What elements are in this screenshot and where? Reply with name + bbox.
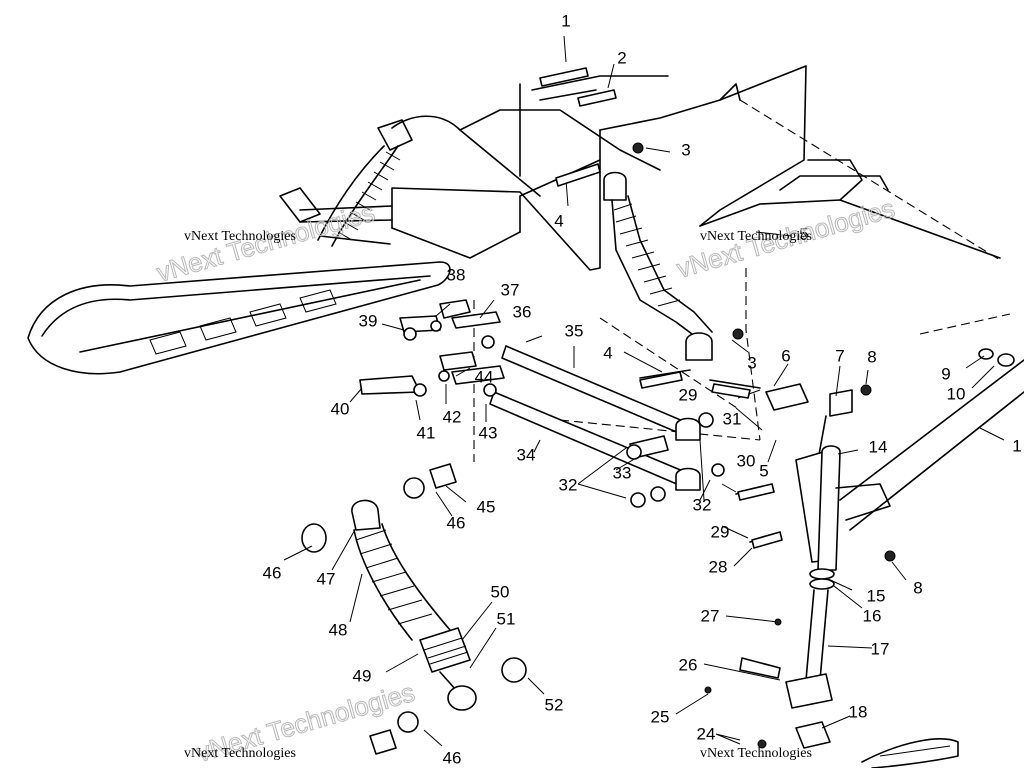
callout-8-bottom: 8	[913, 578, 922, 597]
ski-right	[795, 721, 959, 768]
callout-40: 40	[331, 399, 350, 418]
ski-left	[27, 187, 451, 375]
callout-17: 17	[871, 639, 890, 658]
callout-6: 6	[781, 346, 790, 365]
callout-49: 49	[353, 666, 372, 685]
callout-52: 52	[545, 695, 564, 714]
callout-38: 38	[447, 265, 466, 284]
callout-47: 47	[317, 569, 336, 588]
torque-arms	[489, 345, 701, 491]
callout-45: 45	[477, 497, 496, 516]
callout-4-top: 4	[554, 211, 563, 230]
callout-16: 16	[863, 606, 882, 625]
callout-8-top: 8	[867, 347, 876, 366]
mounting-lines	[473, 268, 761, 462]
watermark-brand-bottom-left: vNext Technologies	[184, 746, 296, 761]
leader-lines	[283, 35, 1005, 747]
callout-29-upper: 29	[679, 385, 698, 404]
callout-32-left: 32	[559, 475, 578, 494]
watermark-brand-top-right: vNext Technologies	[700, 229, 812, 244]
callout-35: 35	[565, 321, 584, 340]
chassis-tunnel	[391, 65, 1011, 335]
callout-48: 48	[329, 620, 348, 639]
callout-5-mid: 5	[759, 461, 768, 480]
spindle-assembly	[785, 445, 841, 709]
callout-36: 36	[513, 302, 532, 321]
radius-rod	[835, 348, 1024, 531]
callout-14: 14	[869, 437, 888, 456]
callout-labels: 1 2 3 3 4 4 5 5 6 7 8 8 9 10 1 14 15 16 …	[263, 11, 1022, 767]
callout-46-top: 46	[447, 513, 466, 532]
callout-10: 10	[947, 384, 966, 403]
callout-30: 30	[737, 451, 756, 470]
spindle-bracket	[765, 383, 853, 461]
watermark-brand-bottom-right: vNext Technologies	[700, 746, 812, 761]
watermark-brand-top-left: vNext Technologies	[184, 229, 296, 244]
rear-shock-upper-left	[317, 119, 413, 247]
callout-41: 41	[417, 423, 436, 442]
callout-26: 26	[679, 655, 698, 674]
callout-18: 18	[849, 702, 868, 721]
callout-2: 2	[617, 48, 626, 67]
callout-44: 44	[475, 367, 494, 386]
callout-3-top: 3	[681, 140, 690, 159]
front-shock-center	[603, 171, 713, 361]
callout-29-lower: 29	[711, 522, 730, 541]
callout-1-right: 1	[1012, 436, 1021, 455]
callout-7: 7	[835, 346, 844, 365]
callout-9: 9	[941, 364, 950, 383]
callout-25: 25	[651, 707, 670, 726]
callout-51: 51	[497, 609, 516, 628]
callout-28: 28	[709, 557, 728, 576]
callout-46-left: 46	[263, 563, 282, 582]
callout-33: 33	[613, 463, 632, 482]
callout-39: 39	[359, 311, 378, 330]
left-bracket-parts	[359, 299, 505, 397]
callout-24: 24	[697, 724, 716, 743]
callout-3-mid: 3	[747, 353, 756, 372]
callout-37: 37	[501, 280, 520, 299]
shock-lower	[301, 463, 527, 755]
small-hardware	[539, 67, 783, 749]
callout-15: 15	[867, 586, 886, 605]
callout-32-right: 32	[693, 495, 712, 514]
callout-42: 42	[443, 407, 462, 426]
callout-27: 27	[701, 606, 720, 625]
callout-43: 43	[479, 423, 498, 442]
callout-31: 31	[723, 409, 742, 428]
callout-4-mid: 4	[603, 343, 612, 362]
callout-34: 34	[517, 445, 536, 464]
callout-5-top: 5	[799, 224, 808, 243]
line-art	[27, 35, 1024, 768]
callout-1-top: 1	[561, 11, 570, 30]
callout-46-bottom: 46	[443, 748, 462, 767]
callout-50: 50	[491, 582, 510, 601]
